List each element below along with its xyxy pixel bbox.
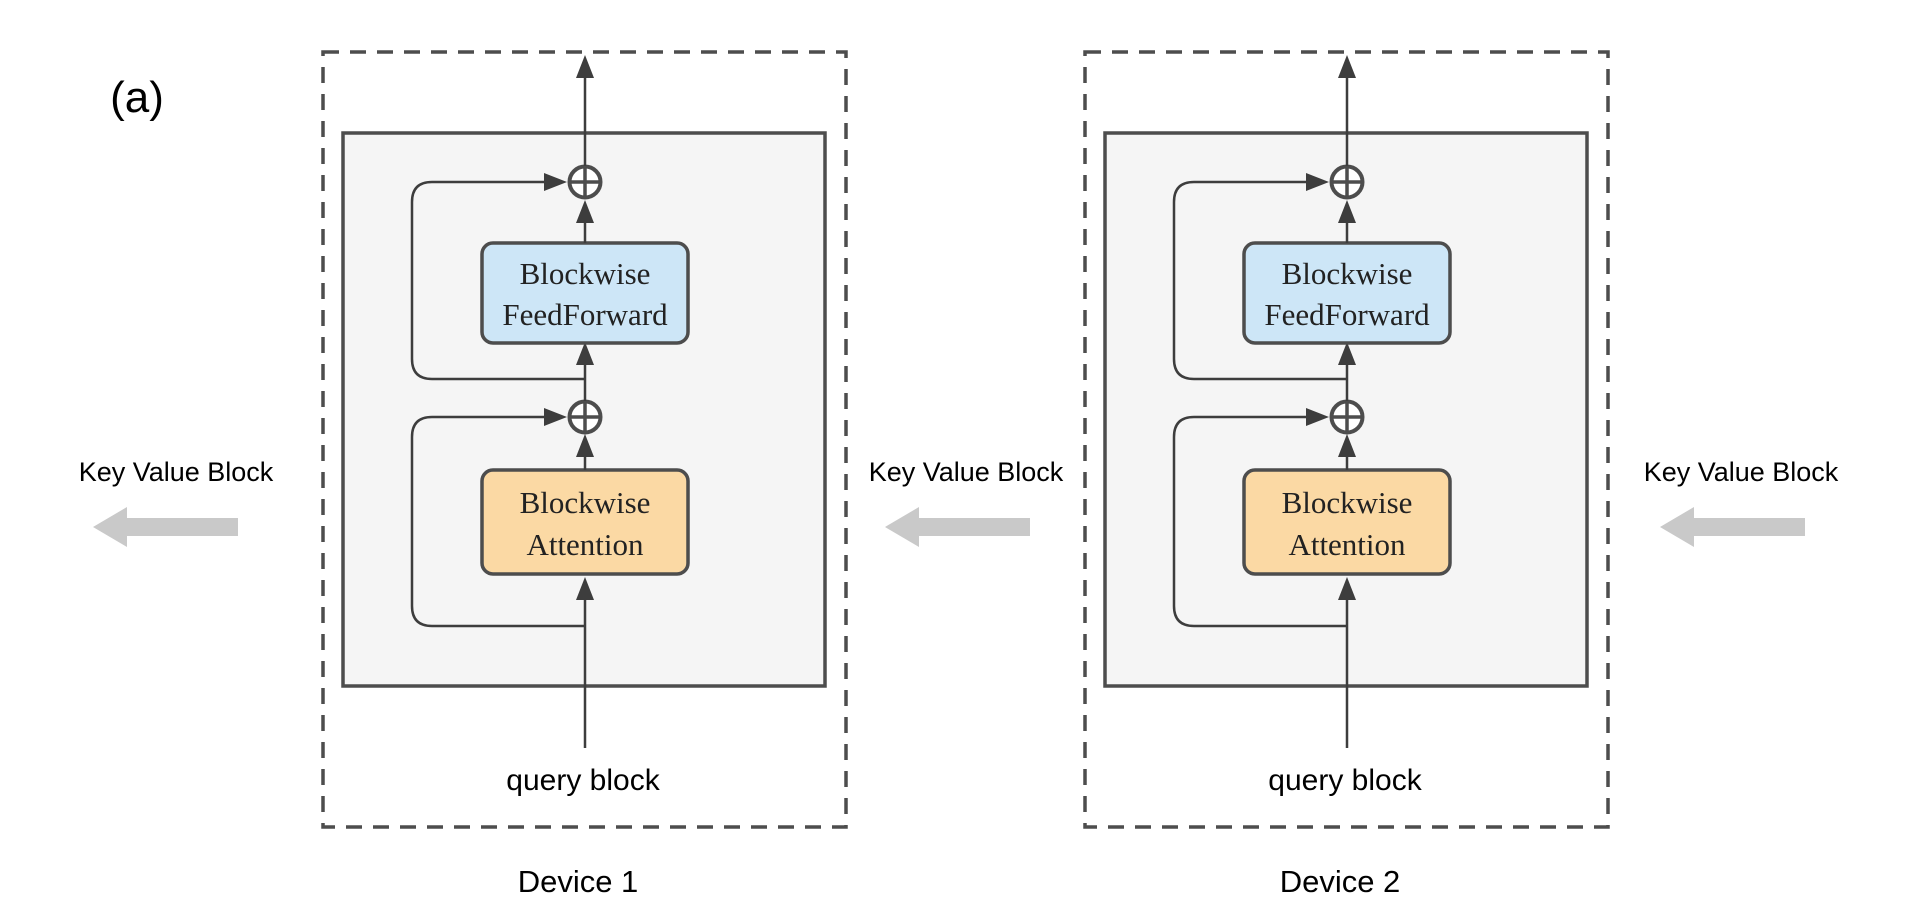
device-2-title: Device 2	[1280, 864, 1401, 899]
key-value-block-2: Key Value Block	[869, 457, 1064, 547]
device-1-query-block-label: query block	[506, 764, 660, 797]
device-2-query-block-label: query block	[1268, 764, 1422, 797]
key-value-block-3: Key Value Block	[1644, 457, 1839, 547]
device-2-feedforward-label-line2: FeedForward	[1264, 297, 1430, 332]
device-2-output-arrowhead-icon	[1338, 55, 1356, 78]
device-1-feedforward-skip-arrowhead-icon	[544, 173, 567, 191]
device-1-attention-label-line1: Blockwise	[520, 485, 651, 520]
key-value-block-3-label: Key Value Block	[1644, 457, 1839, 487]
key-value-block-1-label: Key Value Block	[79, 457, 274, 487]
key-value-block-2-left-arrow-icon	[885, 507, 1030, 547]
device-2-sum-to-feedforward-arrowhead-icon	[1338, 342, 1356, 365]
key-value-block-3-left-arrow-icon	[1660, 507, 1805, 547]
device-2-residual-sum-1-icon	[1329, 399, 1365, 435]
figure-label: (a)	[110, 73, 164, 122]
device-2-attention-label-line1: Blockwise	[1282, 485, 1413, 520]
device-1-attention-to-sum-arrowhead-icon	[576, 434, 594, 457]
key-value-block-2-label: Key Value Block	[869, 457, 1064, 487]
device-2-feedforward-skip-connection	[1172, 180, 1347, 381]
device-1-title: Device 1	[518, 864, 639, 899]
device-1-feedforward-label-line2: FeedForward	[502, 297, 668, 332]
device-1-attention-label-line2: Attention	[526, 527, 644, 562]
device-1-feedforward-to-sum-arrowhead-icon	[576, 200, 594, 223]
device-2-attention-label-line2: Attention	[1288, 527, 1406, 562]
device-2-feedforward-label-line1: Blockwise	[1282, 256, 1413, 291]
device-1-output-arrowhead-icon	[576, 55, 594, 78]
device-2-attention-to-sum-arrowhead-icon	[1338, 434, 1356, 457]
device-1-input-arrowhead-icon	[576, 577, 594, 600]
device-2-feedforward-to-sum-arrowhead-icon	[1338, 200, 1356, 223]
device-1-feedforward-skip-connection	[410, 180, 585, 381]
device-1-residual-sum-2-icon	[567, 164, 603, 200]
device-1-attention-skip-connection	[410, 415, 585, 628]
device-2-residual-sum-2-icon	[1329, 164, 1365, 200]
device-1-feedforward-label-line1: Blockwise	[520, 256, 651, 291]
device-1-group: Blockwise Attention Blockwise FeedForwar…	[321, 50, 848, 899]
key-value-block-1: Key Value Block	[79, 457, 274, 547]
device-1-attention-skip-arrowhead-icon	[544, 408, 567, 426]
device-2-attention-skip-connection	[1172, 415, 1347, 628]
key-value-block-1-left-arrow-icon	[93, 507, 238, 547]
device-1-sum-to-feedforward-arrowhead-icon	[576, 342, 594, 365]
device-2-attention-skip-arrowhead-icon	[1306, 408, 1329, 426]
device-1-residual-sum-1-icon	[567, 399, 603, 435]
device-2-input-arrowhead-icon	[1338, 577, 1356, 600]
device-2-group: Blockwise Attention Blockwise FeedForwar…	[1083, 50, 1610, 899]
device-2-feedforward-skip-arrowhead-icon	[1306, 173, 1329, 191]
